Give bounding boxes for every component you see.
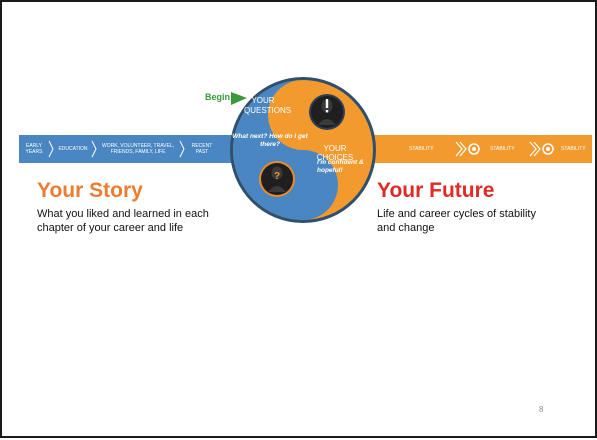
begin-label: Begin [205,92,231,102]
cycle-label: STABILITY [409,146,434,152]
your-questions-label: YOUR QUESTIONS [244,96,292,115]
future-heading: Your Future [377,179,495,202]
begin-arrow-icon [231,92,247,105]
story-heading: Your Story [37,179,143,202]
svg-text:?: ? [274,171,280,182]
what-next-label: What next? How do I get there? [232,133,308,148]
your-choices-label: YOUR CHOICES [316,144,354,162]
timeline-stage: WORK, VOLUNTEER, TRAVEL, FRIENDS, FAMILY… [101,143,175,155]
gear-cycle-icon [529,141,554,157]
confident-label: I'm confident & hopeful! [317,159,364,174]
timeline-stage: RECENT PAST [191,143,213,155]
chevron-right-icon [179,140,185,158]
exclamation-head-icon [309,94,345,130]
gear-cycle-icon [455,141,480,157]
cycle-label: STABILITY [490,146,515,152]
timeline-past-band [19,135,241,163]
story-body: What you liked and learned in each chapt… [37,208,209,234]
cycle-label: STABILITY [561,146,586,152]
page-number: 8 [539,405,544,414]
question-head-icon: ? [259,161,295,197]
chevron-right-icon [91,140,97,158]
timeline-stage: EDUCATION [58,146,88,152]
chevron-right-icon [48,140,54,158]
future-body: Life and career cycles of stability and … [377,208,536,234]
timeline-stage: EARLY YEARS [25,143,43,155]
